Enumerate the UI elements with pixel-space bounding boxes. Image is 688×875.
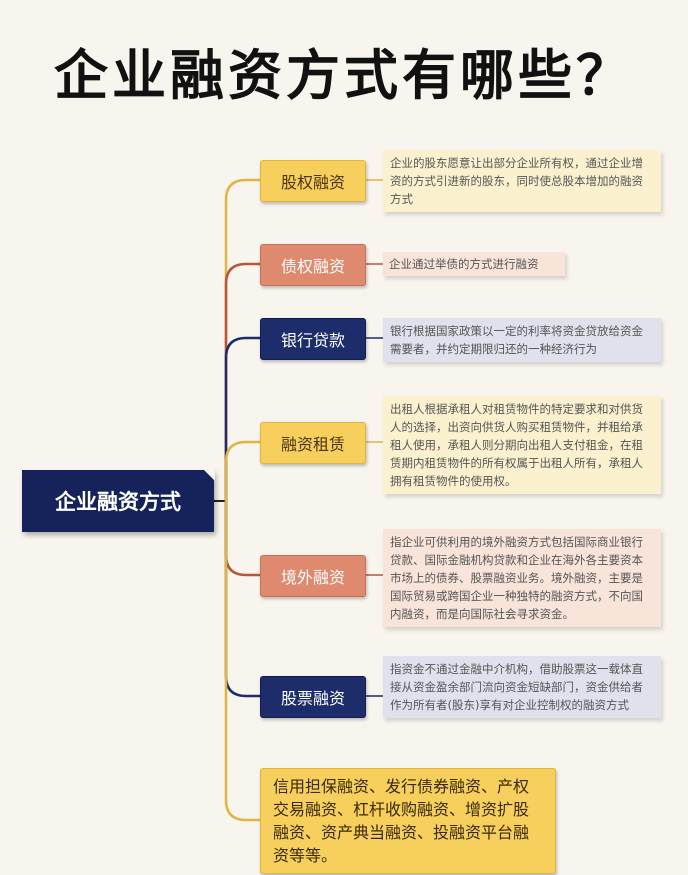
branch-financial-leasing: 融资租赁 [260,422,366,464]
connector-to-bank-loan [224,336,260,501]
branch-bank-loan: 银行贷款 [260,318,366,360]
branch-overseas-financing: 境外融资 [260,555,366,597]
branch-stock-financing: 股票融资 [260,676,366,718]
page-title: 企业融资方式有哪些？ [54,43,634,107]
connector-to-stock [224,501,260,698]
connector-to-leasing [224,440,260,501]
connector-to-equity [224,178,260,501]
desc-financial-leasing: 出租人根据承租人对租赁物件的特定要求和对供货人的选择，出资向供货人购买租赁物件，… [383,396,661,494]
connector-to-debt [224,262,260,501]
branch-equity-financing: 股权融资 [260,160,366,202]
desc-stock-financing: 指资金不通过金融中介机构，借助股票这一载体直接从资金盈余部门流向资金短缺部门，资… [383,656,661,718]
desc-equity-financing: 企业的股东愿意让出部分企业所有权，通过企业增资的方式引进新的股东，同时使总股本增… [383,150,661,212]
root-node: 企业融资方式 [22,469,215,532]
desc-bank-loan: 银行根据国家政策以一定的利率将资金贷放给资金需要者，并约定期限归还的一种经济行为 [383,318,661,362]
other-financing-methods: 信用担保融资、发行债券融资、产权交易融资、杠杆收购融资、增资扩股融资、资产典当融… [260,768,556,874]
branch-debt-financing: 债权融资 [260,244,366,286]
connector-to-others [224,501,260,822]
desc-overseas-financing: 指企业可供利用的境外融资方式包括国际商业银行贷款、国际金融机构贷款和企业在海外各… [383,529,661,627]
connector-to-overseas [224,501,260,577]
desc-debt-financing: 企业通过举债的方式进行融资 [383,252,565,276]
